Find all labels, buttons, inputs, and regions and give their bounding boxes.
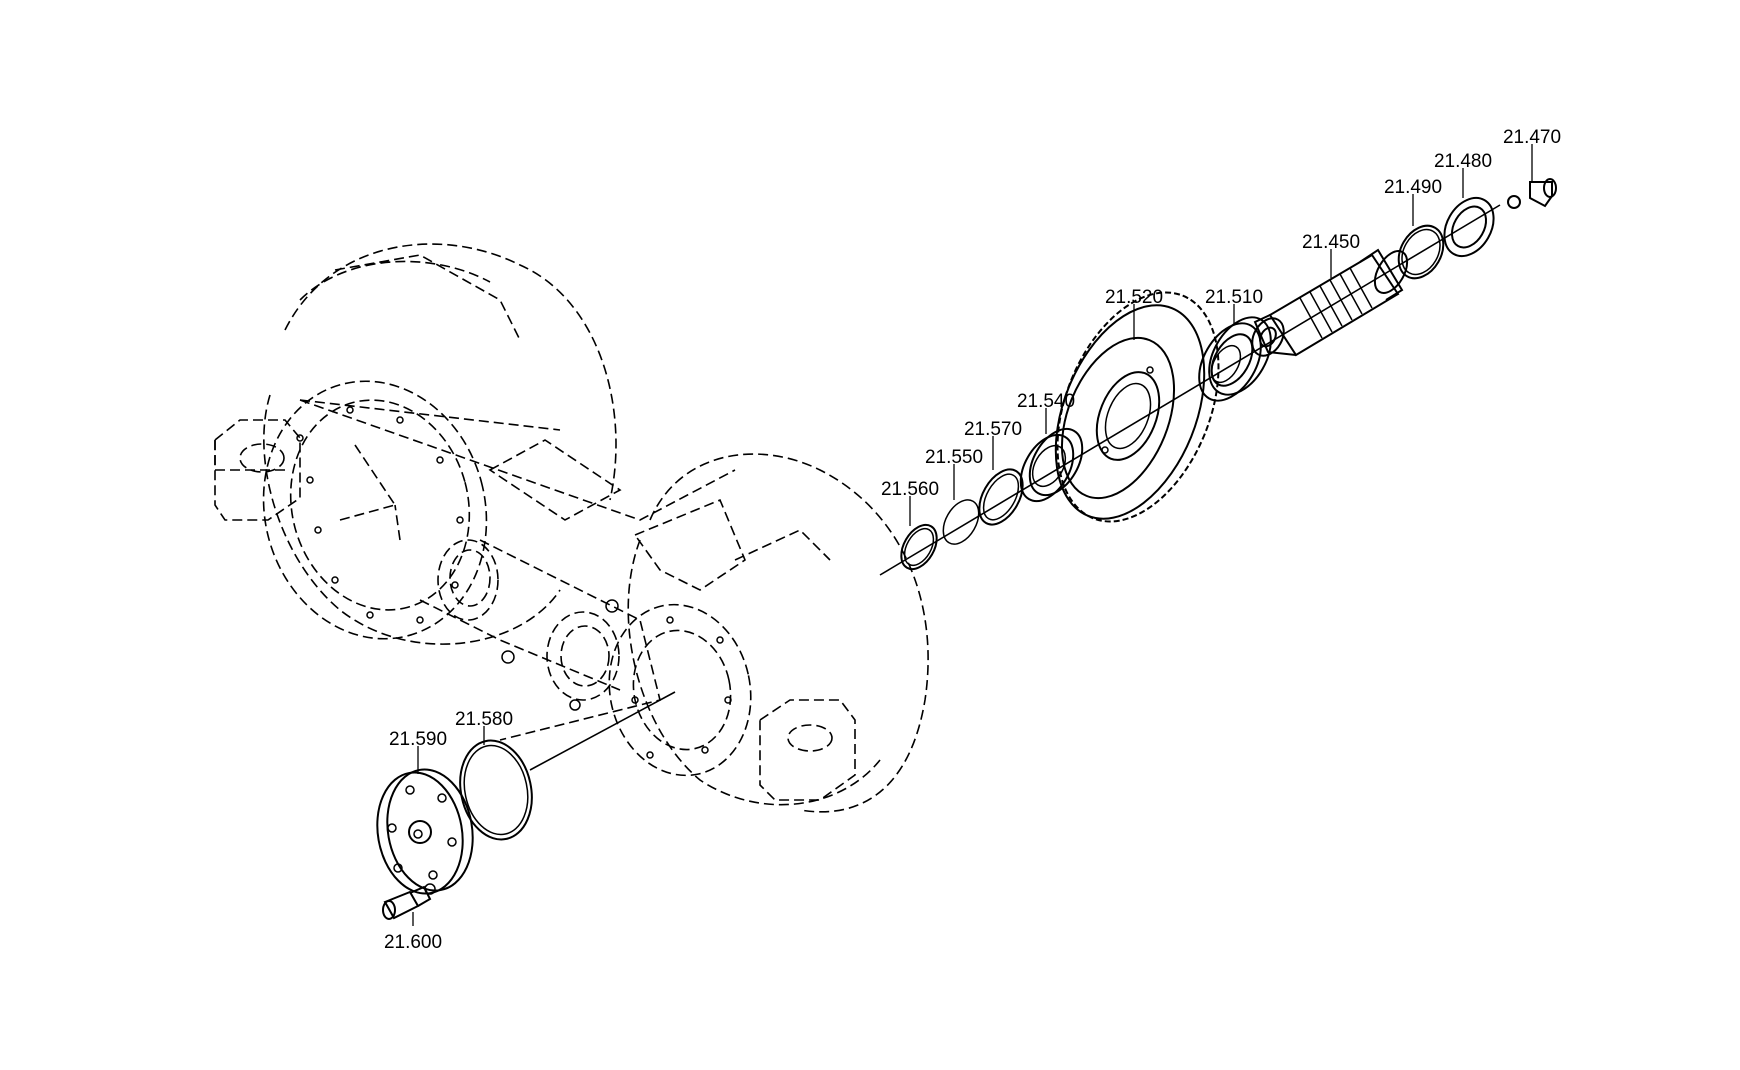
shaft-seal-icon — [1443, 196, 1495, 258]
label-21520: 21.520 — [1105, 287, 1163, 340]
label-21480: 21.480 — [1434, 151, 1492, 198]
svg-text:21.450: 21.450 — [1302, 232, 1360, 253]
tapered-bearing-icon — [1198, 316, 1272, 402]
svg-text:21.560: 21.560 — [881, 479, 939, 500]
label-21470: 21.470 — [1503, 127, 1561, 182]
shaft-splines — [1299, 267, 1373, 339]
label-21490: 21.490 — [1384, 177, 1442, 226]
o-ring-icon — [459, 739, 533, 841]
svg-text:21.590: 21.590 — [389, 729, 447, 750]
o-ring-icon — [1397, 224, 1445, 280]
spur-gear-icon — [1054, 291, 1220, 523]
ball-bearing-icon — [1019, 427, 1084, 503]
svg-text:21.490: 21.490 — [1384, 177, 1442, 198]
snap-ring-icon — [978, 468, 1024, 526]
svg-text:21.520: 21.520 — [1105, 287, 1163, 308]
bolt-holes — [296, 406, 732, 759]
plug-screw-icon — [1507, 178, 1557, 209]
splined-shaft-icon — [1251, 248, 1409, 357]
label-21540: 21.540 — [1017, 391, 1075, 434]
svg-text:21.570: 21.570 — [964, 419, 1022, 440]
part-labels: 21.470 21.480 21.490 21.450 21.510 21.52… — [384, 127, 1561, 953]
label-21510: 21.510 — [1205, 287, 1263, 325]
label-21590: 21.590 — [389, 729, 447, 774]
label-21550: 21.550 — [925, 447, 983, 500]
gearbox-housing-icon — [214, 243, 929, 813]
svg-text:21.470: 21.470 — [1503, 127, 1561, 148]
svg-text:21.580: 21.580 — [455, 709, 513, 730]
hex-screw-icon — [382, 883, 436, 920]
svg-text:21.510: 21.510 — [1205, 287, 1263, 308]
label-21450: 21.450 — [1302, 232, 1360, 278]
svg-text:21.480: 21.480 — [1434, 151, 1492, 172]
svg-text:21.600: 21.600 — [384, 932, 442, 953]
assembly-axis — [529, 204, 1501, 771]
label-21580: 21.580 — [455, 709, 513, 745]
svg-text:21.540: 21.540 — [1017, 391, 1075, 412]
shim-ring-icon — [942, 499, 980, 545]
cover-plate-icon — [376, 768, 474, 895]
svg-text:21.550: 21.550 — [925, 447, 983, 468]
label-21560: 21.560 — [881, 479, 939, 526]
label-21600: 21.600 — [384, 912, 442, 953]
label-21570: 21.570 — [964, 419, 1022, 470]
retaining-ring-icon — [900, 523, 938, 571]
